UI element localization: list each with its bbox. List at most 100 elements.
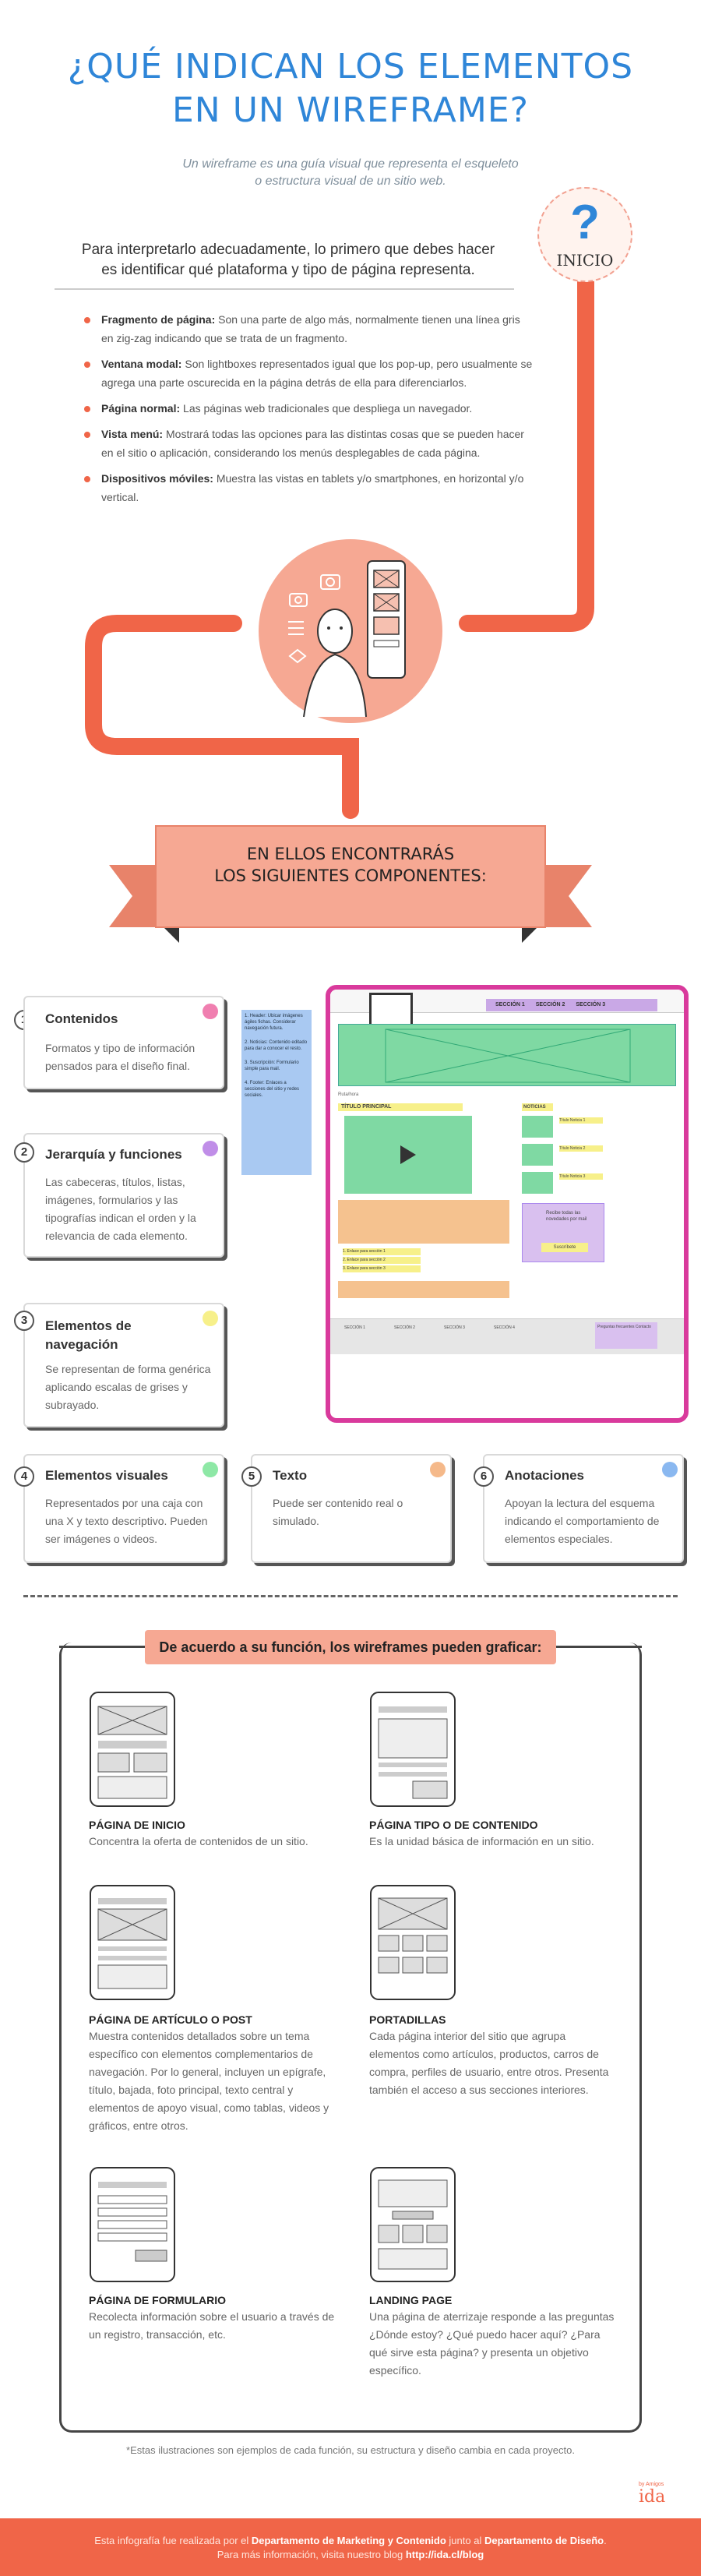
component-card-anotaciones: Anotaciones Apoyan la lectura del esquem…	[483, 1454, 684, 1563]
color-dot	[203, 1141, 218, 1156]
footer-text-part: junto al	[446, 2535, 484, 2546]
start-label: INICIO	[556, 251, 614, 270]
function-name: PÁGINA TIPO O DE CONTENIDO	[369, 1819, 538, 1831]
function-desc: Una página de aterrizaje responde a las …	[369, 2310, 615, 2377]
component-desc: Las cabeceras, títulos, listas, imágenes…	[45, 1176, 196, 1242]
component-desc: Representados por una caja con una X y t…	[45, 1497, 208, 1545]
nav-item: SECCIÓN 2	[535, 1002, 565, 1007]
hero-image	[338, 1024, 676, 1086]
logo-small-text: by Amigos	[639, 2482, 664, 2487]
note: 3. Suscripción: Formulario simple para m…	[245, 1060, 299, 1071]
link-list: 1. Enlace para sección 1 2. Enlace para …	[343, 1248, 421, 1272]
component-desc: Puede ser contenido real o simulado.	[273, 1497, 403, 1527]
component-title: Jerarquía y funciones	[45, 1147, 182, 1162]
component-number: 5	[241, 1466, 262, 1487]
footnote: *Estas ilustraciones son ejemplos de cad…	[126, 2444, 575, 2456]
component-desc: Se representan de forma genérica aplican…	[45, 1363, 211, 1411]
functions-banner: De acuerdo a su función, los wireframes …	[145, 1630, 556, 1664]
component-card-texto: Texto Puede ser contenido real o simulad…	[251, 1454, 452, 1563]
component-card-jerarquia: Jerarquía y funciones Las cabeceras, tít…	[23, 1133, 224, 1258]
sample-nav: SECCIÓN 1 SECCIÓN 2 SECCIÓN 3	[486, 999, 657, 1011]
image-placeholder-icon	[385, 1029, 631, 1083]
designer-illustration	[259, 539, 442, 723]
color-dot	[203, 1004, 218, 1019]
title-line-1: ¿QUÉ INDICAN LOS ELEMENTOS	[67, 47, 634, 86]
note: 2. Noticias: Contenido editado para dar …	[245, 1040, 308, 1051]
footer-box: Preguntas frecuentes Contacto	[595, 1322, 657, 1349]
function-desc: Es la unidad básica de información en un…	[369, 1835, 594, 1847]
breadcrumb: Ruta/hora	[338, 1092, 359, 1097]
landing-page-sketch	[370, 2167, 456, 2282]
bullet-text: Son una parte de algo más, normalmente t…	[101, 313, 520, 344]
component-card-visuales: Elementos visuales Representados por una…	[23, 1454, 224, 1563]
color-dot	[430, 1462, 446, 1477]
intro-line-2: es identificar qué plataforma y tipo de …	[101, 262, 475, 278]
component-card-contenidos: Contenidos Formatos y tipo de informació…	[23, 996, 224, 1089]
wireframe-sample: SECCIÓN 1 SECCIÓN 2 SECCIÓN 3 Ruta/hora …	[326, 985, 689, 1423]
component-title: Anotaciones	[505, 1468, 585, 1483]
newsletter-box: Recibe todas las novedades por mail Susc…	[522, 1203, 604, 1262]
footer-blog-link[interactable]: http://ida.cl/blog	[405, 2549, 484, 2560]
subtitle-line-2: o estructura visual de un sitio web.	[255, 175, 446, 188]
bullet-text: Muestra las vistas en tablets y/o smartp…	[101, 472, 524, 503]
component-number: 6	[474, 1466, 494, 1487]
note: 1. Header: Ubicar imágenes ágiles fichas…	[245, 1014, 303, 1031]
note: 4. Footer: Enlaces a secciones del sitio…	[245, 1081, 300, 1098]
footer: Esta infografía fue realizada por el Dep…	[0, 2518, 701, 2576]
component-number: 3	[14, 1311, 34, 1331]
footer-text-part: Para más información, visita nuestro blo…	[217, 2549, 406, 2560]
functions-box	[59, 1643, 642, 2433]
component-number: 4	[14, 1466, 34, 1487]
bullet-text: Las páginas web tradicionales que despli…	[180, 402, 473, 415]
article-page-sketch	[90, 1885, 175, 2000]
footer-dept-design: Departamento de Diseño	[484, 2535, 604, 2546]
logo-text: ida	[639, 2487, 666, 2507]
footer-section: SECCIÓN 4	[494, 1325, 515, 1330]
bullet-text: Son lightboxes representados igual que l…	[101, 358, 533, 389]
question-mark-icon: ?	[570, 196, 600, 249]
subscribe-button[interactable]: Suscríbete	[541, 1243, 588, 1252]
list-item: Vista menú: Mostrará todas las opciones …	[84, 425, 533, 462]
ribbon-line-2: LOS SIGUIENTES COMPONENTES:	[214, 866, 487, 885]
intro-text: Para interpretarlo adecuadamente, lo pri…	[55, 240, 522, 281]
news-thumb	[522, 1144, 553, 1166]
component-title: Elementos de navegación	[45, 1318, 132, 1352]
list-item: Ventana modal: Son lightboxes representa…	[84, 355, 533, 392]
dashed-divider	[23, 1595, 678, 1597]
function-desc: Recolecta información sobre el usuario a…	[89, 2310, 335, 2341]
function-name: PÁGINA DE INICIO	[89, 1819, 185, 1831]
bullet-term: Ventana modal:	[101, 358, 182, 370]
content-page-sketch	[370, 1692, 456, 1807]
footer-section: SECCIÓN 1	[344, 1325, 365, 1330]
component-desc: Apoyan la lectura del esquema indicando …	[505, 1497, 660, 1545]
function-name: PÁGINA DE ARTÍCULO O POST	[89, 2013, 252, 2026]
ribbon-line-1: EN ELLOS ENCONTRARÁS	[246, 845, 455, 863]
news-thumb	[522, 1172, 553, 1194]
text-block	[338, 1200, 509, 1244]
play-icon	[400, 1145, 416, 1164]
intro-line-1: Para interpretarlo adecuadamente, lo pri…	[81, 242, 495, 258]
annotation-notes: 1. Header: Ubicar imágenes ágiles fichas…	[241, 1010, 312, 1175]
newsletter-text: Recibe todas las novedades por mail	[546, 1211, 587, 1222]
sample-footer: SECCIÓN 1 SECCIÓN 2 SECCIÓN 3 SECCIÓN 4 …	[330, 1318, 684, 1354]
subtitle-line-1: Un wireframe es una guía visual que repr…	[182, 157, 519, 171]
text-block	[338, 1281, 509, 1298]
function-desc: Concentra la oferta de contenidos de un …	[89, 1835, 308, 1847]
component-title: Texto	[273, 1468, 308, 1483]
start-badge: ? INICIO	[537, 187, 632, 282]
function-name: PÁGINA DE FORMULARIO	[89, 2294, 227, 2306]
news-item: Título Noticia 2	[559, 1145, 603, 1152]
sample-main-title: TÍTULO PRINCIPAL	[338, 1103, 463, 1111]
bullet-term: Dispositivos móviles:	[101, 472, 213, 485]
section-page-sketch	[370, 1885, 456, 2000]
footer-section: SECCIÓN 3	[444, 1325, 465, 1330]
list-item: Página normal: Las páginas web tradicion…	[84, 399, 533, 418]
footer-text-part: Esta infografía fue realizada por el	[94, 2535, 252, 2546]
video-placeholder	[344, 1116, 472, 1194]
component-desc: Formatos y tipo de información pensados …	[45, 1042, 196, 1072]
list-item: Fragmento de página: Son una parte de al…	[84, 310, 533, 348]
form-page-sketch	[90, 2167, 175, 2282]
component-number: 2	[14, 1142, 34, 1163]
news-thumb	[522, 1116, 553, 1138]
component-title: Contenidos	[45, 1011, 118, 1026]
